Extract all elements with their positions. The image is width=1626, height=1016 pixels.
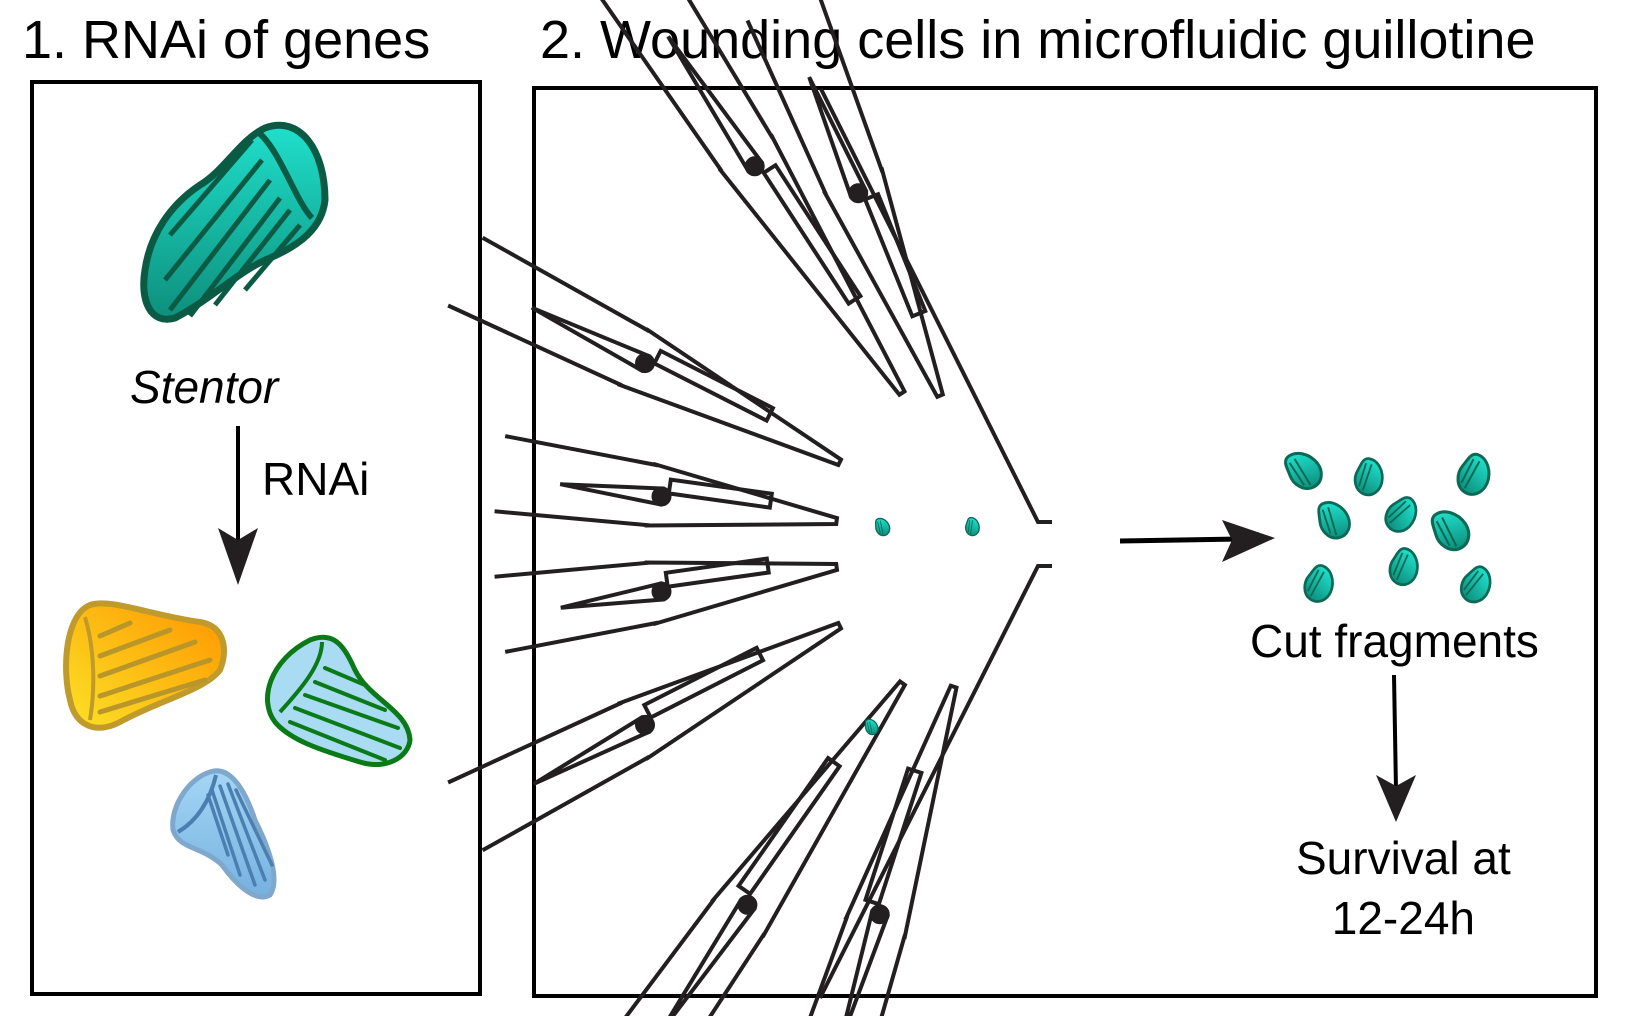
blade-8 (862, 766, 924, 907)
blade-5 (663, 556, 771, 589)
needle-7 (668, 897, 757, 1016)
survival-label-line2: 12-24h (1331, 892, 1475, 944)
stentor-cell-wildtype (140, 121, 329, 323)
needle-hub-4 (651, 486, 672, 507)
stentor-cell-blue (170, 768, 277, 900)
blade-1 (760, 162, 864, 307)
needle-hub-5 (651, 581, 672, 602)
channel-5 (494, 560, 840, 654)
survival-label-line1: Survival at (1296, 832, 1511, 884)
channel-1 (600, 0, 908, 398)
needle-3 (530, 305, 652, 374)
channel-3 (447, 235, 844, 468)
blade-2 (862, 191, 928, 319)
needle-8 (844, 909, 890, 1016)
needle-hub-2 (848, 183, 869, 204)
blade-4 (666, 477, 775, 510)
survival-arrow-head (1376, 775, 1416, 822)
survival-arrow-line (1392, 674, 1398, 791)
channel-7 (624, 678, 908, 1016)
output-arrow-line (1119, 536, 1241, 544)
cut-fragments-label: Cut fragments (1250, 615, 1539, 667)
channel-8 (808, 683, 959, 1016)
needle-hub-6 (635, 714, 655, 735)
needle-hub-7 (737, 894, 758, 915)
rnai-arrow-head (218, 528, 258, 585)
guillotine-outlet (818, 88, 1052, 999)
needle-6 (532, 714, 652, 786)
channel-4 (494, 434, 840, 528)
microfluidic-guillotine (447, 0, 959, 1016)
needle-hub-1 (744, 156, 765, 177)
needle-hub-8 (869, 904, 890, 925)
blade-3 (651, 348, 776, 424)
channel-6 (447, 620, 844, 853)
channel-2 (745, 0, 946, 400)
stentor-label: Stentor (130, 361, 279, 413)
needle-hub-3 (635, 353, 655, 374)
needle-1 (666, 35, 765, 174)
survival-label: Survival at 12-24h (1296, 828, 1511, 948)
stentor-cell-lightblue (265, 634, 413, 768)
panel-2-title: 2. Wounding cells in microfluidic guillo… (540, 10, 1536, 70)
guillotine-panel (532, 86, 1598, 998)
rnai-label: RNAi (262, 453, 370, 505)
cut-fragments (1281, 445, 1501, 609)
blade-7 (735, 755, 843, 897)
needle-5 (560, 581, 665, 610)
output-arrow-head (1222, 520, 1275, 562)
stentor-cell-orange (63, 600, 227, 731)
blade-6 (641, 645, 766, 721)
needle-4 (559, 482, 665, 507)
panel-1-title: 1. RNAi of genes (22, 10, 431, 70)
